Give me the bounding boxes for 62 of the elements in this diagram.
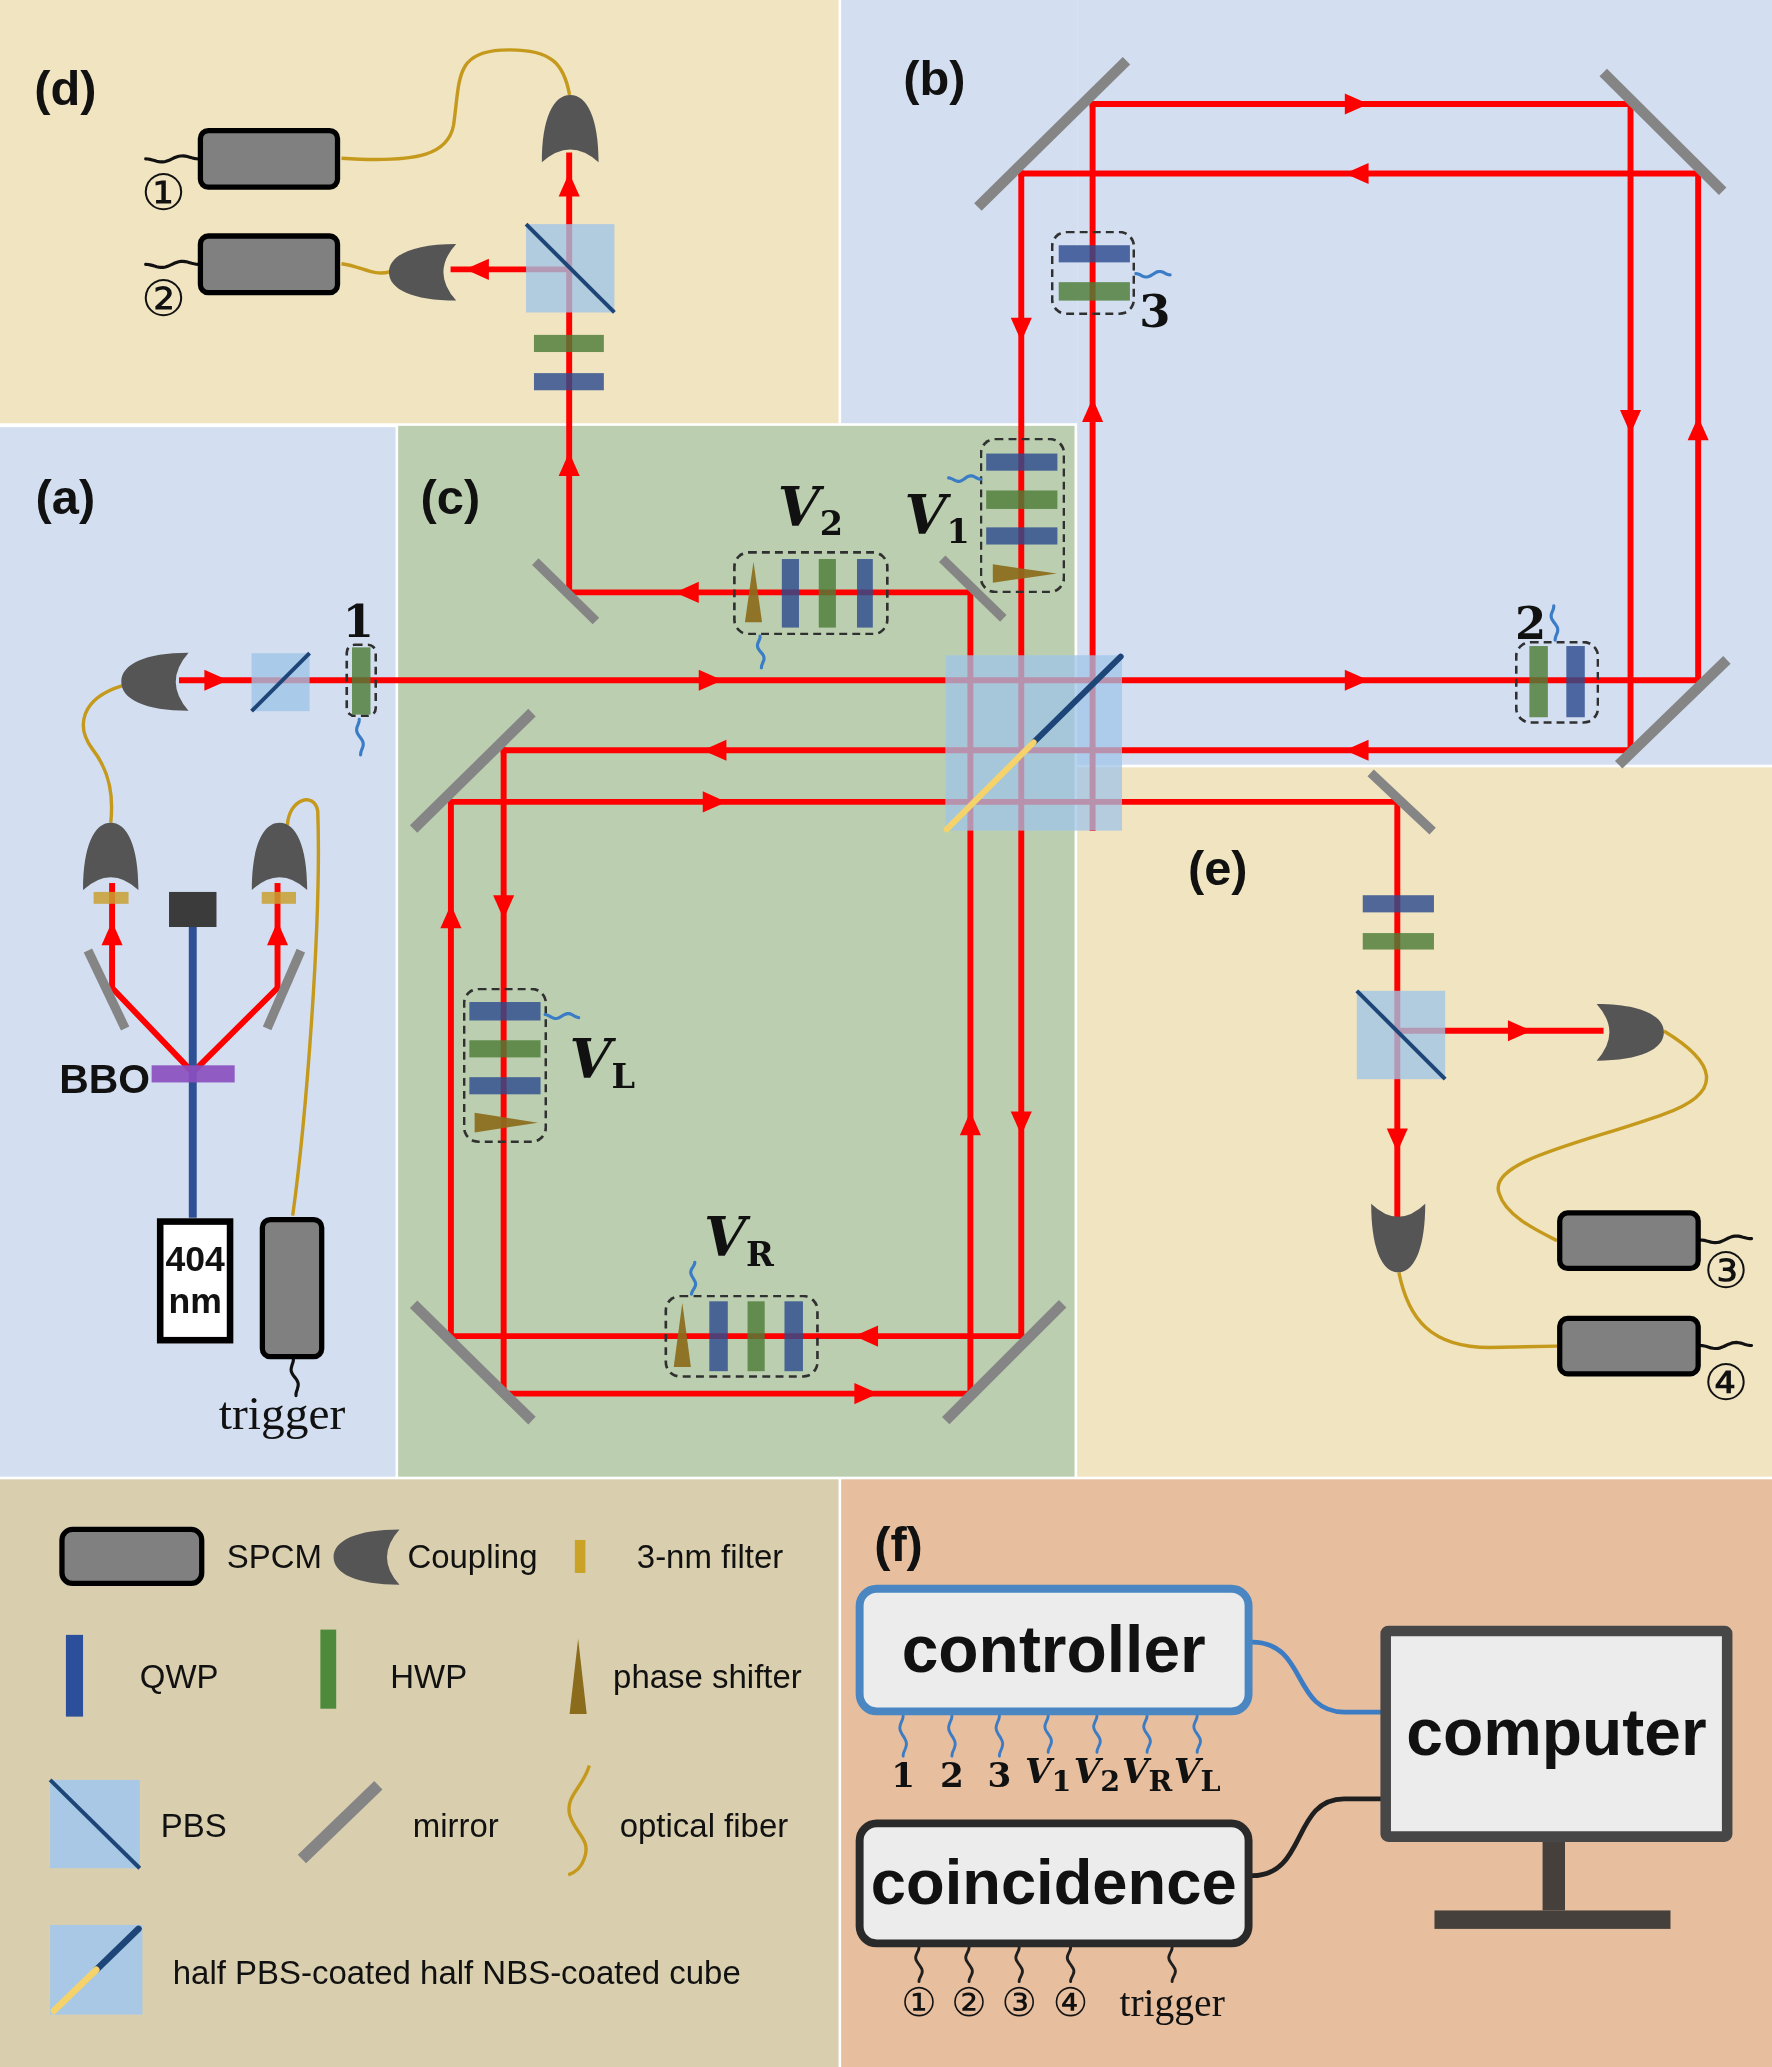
legend-label: half PBS-coated half NBS-coated cube <box>172 1955 741 1989</box>
legend-label: 3-nm filter <box>636 1540 784 1574</box>
modulator-label: 3 <box>1139 288 1171 334</box>
panel <box>1077 767 1772 1477</box>
legend-label: Coupling <box>407 1540 538 1574</box>
legend-label: SPCM <box>226 1540 322 1574</box>
legend-label: HWP <box>390 1660 468 1694</box>
modulator-label: V$_{L}$ <box>569 1033 636 1088</box>
signal-wire <box>994 1714 1005 1758</box>
legend-label: QWP <box>139 1660 219 1694</box>
port-label: trigger <box>1119 1982 1225 2023</box>
signal-wire <box>1092 1714 1102 1754</box>
modulator-label: V$_{1}$ <box>904 489 970 544</box>
signal-wire <box>1065 1945 1076 1984</box>
port-label: V$_{R}$ <box>1121 1753 1173 1796</box>
modulator-label: V$_{2}$ <box>777 481 844 536</box>
port-label: ③ <box>1001 1982 1037 2023</box>
port-label: 2 <box>940 1757 964 1792</box>
legend-label: optical fiber <box>619 1809 789 1843</box>
panel-label: (f) <box>874 1520 923 1569</box>
port-label: 1 <box>891 1757 916 1792</box>
signal-wire <box>1167 1945 1177 1984</box>
signal-wire <box>947 1714 957 1758</box>
panel <box>398 425 1075 1477</box>
detector-label: ② <box>141 274 186 325</box>
coincidence-box: coincidence <box>855 1819 1252 1948</box>
signal-wire <box>898 1714 908 1758</box>
detector-label: ④ <box>1703 1358 1749 1409</box>
port-label: ② <box>951 1982 987 2023</box>
detector-label: trigger <box>218 1389 346 1438</box>
panel-label: (d) <box>34 64 97 114</box>
modulator-label: 2 <box>1514 601 1547 647</box>
detector-label: ③ <box>1703 1245 1749 1296</box>
legend-label: PBS <box>160 1809 227 1843</box>
port-label: ④ <box>1052 1982 1089 2023</box>
modulator-label: V$_{R}$ <box>704 1211 774 1266</box>
panel <box>841 1479 1772 2067</box>
port-label: V$_{2}$ <box>1073 1753 1121 1796</box>
panel <box>0 427 396 1477</box>
port-label: 3 <box>987 1757 1012 1792</box>
port-label: ① <box>901 1982 937 2023</box>
legend-label: phase shifter <box>613 1660 802 1694</box>
panel-label: (e) <box>1187 843 1248 893</box>
signal-wire <box>914 1945 924 1984</box>
controller-box: controller <box>855 1584 1252 1716</box>
port-label: V$_{L}$ <box>1173 1753 1221 1796</box>
legend-label: mirror <box>412 1809 499 1843</box>
port-label: V$_{1}$ <box>1024 1753 1072 1796</box>
signal-wire <box>1192 1714 1202 1754</box>
signal-wire <box>1014 1945 1024 1984</box>
monitor-screen: computer <box>1380 1625 1733 1843</box>
panel-label: (b) <box>903 54 966 103</box>
signal-wire <box>1142 1714 1152 1754</box>
signal-wire <box>1043 1714 1053 1754</box>
laser-source: 404 nm <box>156 1217 234 1343</box>
panel-label: (c) <box>420 473 481 523</box>
panel-label: (a) <box>35 473 96 523</box>
signal-wire <box>964 1945 974 1984</box>
panel <box>0 0 839 424</box>
modulator-label: 1 <box>342 598 374 644</box>
crystal-label: BBO <box>59 1058 151 1100</box>
detector-label: ① <box>141 167 186 218</box>
